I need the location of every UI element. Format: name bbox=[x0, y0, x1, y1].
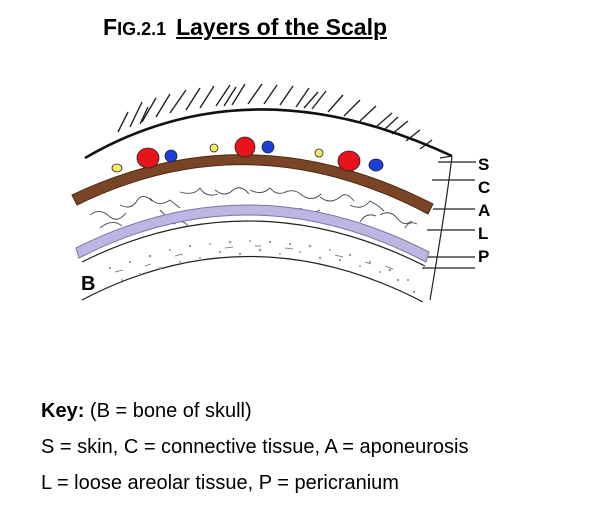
skin-surface bbox=[84, 108, 453, 160]
vein-1 bbox=[164, 149, 178, 163]
layer-letter-l: L bbox=[478, 224, 488, 243]
figure-title: FIG.2.1 Layers of the Scalp bbox=[103, 14, 387, 41]
key-line-3: L = loose areolar tissue, P = pericraniu… bbox=[41, 472, 399, 494]
bone-upper-edge bbox=[81, 220, 426, 267]
figure-number-rest: IG.2.1 bbox=[117, 19, 167, 39]
bone-dashes bbox=[114, 245, 394, 273]
bone-speckle bbox=[108, 240, 416, 294]
hair-strokes bbox=[117, 83, 433, 150]
bone-lower-edge bbox=[81, 255, 424, 303]
vein-2 bbox=[261, 140, 275, 154]
nerve-3 bbox=[314, 148, 324, 158]
layer-letter-s: S bbox=[478, 155, 489, 174]
artery-2 bbox=[234, 136, 256, 158]
vessels bbox=[111, 136, 384, 173]
layer-leader-lines bbox=[422, 155, 476, 301]
figure-number-initial: F bbox=[103, 14, 118, 40]
nerve-2 bbox=[209, 143, 219, 153]
vein-3 bbox=[368, 158, 384, 172]
key-line-1: Key: (B = bone of skull) bbox=[41, 393, 468, 429]
key-bone-definition: (B = bone of skull) bbox=[84, 400, 252, 422]
key-heading: Key: bbox=[41, 400, 85, 422]
layer-letters: S C A L P bbox=[478, 155, 490, 266]
pericranium-band bbox=[75, 204, 430, 263]
figure-name: Layers of the Scalp bbox=[176, 14, 388, 40]
diagram-key: Key: (B = bone of skull) S = skin, C = c… bbox=[41, 393, 468, 501]
layer-letter-a: A bbox=[478, 201, 490, 220]
layer-letter-c: C bbox=[478, 178, 490, 197]
layer-letter-p: P bbox=[478, 247, 489, 266]
key-line-2: S = skin, C = connective tissue, A = apo… bbox=[41, 436, 469, 458]
bone-label: B bbox=[81, 273, 95, 295]
artery-3 bbox=[337, 150, 361, 172]
nerve-1 bbox=[111, 163, 123, 173]
artery-1 bbox=[136, 147, 160, 169]
